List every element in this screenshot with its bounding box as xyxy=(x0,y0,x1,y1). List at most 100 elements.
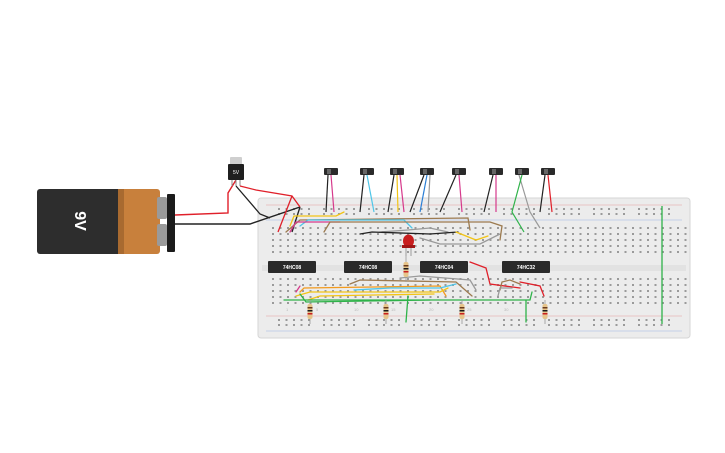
breadboard-hole xyxy=(444,290,447,292)
breadboard-hole xyxy=(437,302,439,304)
breadboard-hole xyxy=(624,302,627,304)
breadboard-hole xyxy=(519,290,522,292)
breadboard-hole xyxy=(482,245,484,247)
breadboard-hole xyxy=(399,227,402,229)
breadboard-hole xyxy=(587,278,589,280)
breadboard-hole xyxy=(654,233,657,235)
breadboard-hole xyxy=(647,278,649,280)
breadboard-hole xyxy=(572,284,574,286)
breadboard-hole xyxy=(527,251,529,253)
breadboard-hole xyxy=(332,290,334,292)
breadboard-hole xyxy=(645,208,648,210)
breadboard-hole xyxy=(503,319,505,321)
switch-7[interactable] xyxy=(515,168,529,175)
regulator-wires xyxy=(235,185,301,233)
breadboard-hole xyxy=(617,245,619,247)
breadboard-hole xyxy=(489,233,492,235)
breadboard-hole xyxy=(272,290,274,292)
breadboard-hole xyxy=(369,290,372,292)
voltage-regulator[interactable]: 5V xyxy=(228,157,244,186)
resistor-1[interactable] xyxy=(307,300,313,324)
breadboard-hole xyxy=(489,239,492,241)
breadboard-hole xyxy=(669,245,672,247)
battery-terminal-positive[interactable] xyxy=(157,197,167,219)
breadboard-hole xyxy=(587,296,589,298)
chip-4[interactable]: 74HC32 xyxy=(502,261,550,273)
chip-1[interactable]: 74HC08 xyxy=(268,261,316,273)
led-output[interactable] xyxy=(402,234,415,257)
switch-4[interactable] xyxy=(420,168,434,175)
breadboard-hole xyxy=(497,239,499,241)
breadboard-hole xyxy=(609,251,612,253)
breadboard-hole xyxy=(527,296,529,298)
breadboard-hole xyxy=(555,208,558,210)
resistor-4[interactable] xyxy=(542,300,548,324)
switch-2[interactable] xyxy=(360,168,374,175)
breadboard-hole xyxy=(339,296,342,298)
battery-9v[interactable]: 9V xyxy=(37,189,175,254)
breadboard-hole xyxy=(369,284,372,286)
breadboard-hole xyxy=(548,324,550,326)
breadboard-hole xyxy=(684,296,687,298)
breadboard-hole xyxy=(324,227,327,229)
chip-3[interactable]: 74HC04 xyxy=(420,261,468,273)
breadboard-hole xyxy=(407,233,409,235)
resistor-2[interactable] xyxy=(383,300,389,324)
breadboard-hole xyxy=(330,213,333,215)
breadboard-hole xyxy=(428,213,430,215)
breadboard-hole xyxy=(384,290,387,292)
breadboard-hole xyxy=(518,213,520,215)
resistor-3[interactable] xyxy=(459,300,465,324)
breadboard-hole xyxy=(602,251,604,253)
breadboard-hole xyxy=(407,278,409,280)
breadboard-hole xyxy=(503,213,505,215)
switch-3[interactable] xyxy=(390,168,404,175)
breadboard-hole xyxy=(353,208,355,210)
chip-2[interactable]: 74HC08 xyxy=(344,261,392,273)
breadboard-hole xyxy=(429,296,432,298)
switch-5[interactable] xyxy=(452,168,466,175)
breadboard-hole xyxy=(399,239,402,241)
breadboard-hole xyxy=(308,324,310,326)
breadboard-hole xyxy=(579,233,582,235)
switch-1[interactable] xyxy=(324,168,338,175)
breadboard-hole xyxy=(279,302,282,304)
breadboard-hole xyxy=(489,302,492,304)
breadboard-hole xyxy=(549,245,552,247)
breadboard-hole xyxy=(377,296,379,298)
switch-8[interactable] xyxy=(541,168,555,175)
breadboard-hole xyxy=(272,239,274,241)
breadboard-hole xyxy=(654,245,657,247)
breadboard-hole xyxy=(324,290,327,292)
breadboard-hole xyxy=(444,227,447,229)
breadboard-hole xyxy=(368,324,370,326)
breadboard-hole xyxy=(557,233,559,235)
breadboard-hole xyxy=(489,251,492,253)
breadboard-hole xyxy=(662,302,664,304)
breadboard-hole xyxy=(392,245,394,247)
switch-6[interactable] xyxy=(489,168,503,175)
breadboard-hole xyxy=(602,284,604,286)
breadboard-hole xyxy=(534,239,537,241)
breadboard-hole xyxy=(287,290,289,292)
breadboard-hole xyxy=(452,302,454,304)
breadboard-hole xyxy=(392,278,394,280)
breadboard-hole xyxy=(302,290,304,292)
battery-terminal-negative[interactable] xyxy=(157,224,167,246)
breadboard-hole xyxy=(654,302,657,304)
breadboard-hole xyxy=(617,239,619,241)
breadboard-hole xyxy=(302,227,304,229)
resistor-led[interactable] xyxy=(403,256,409,282)
breadboard-hole xyxy=(354,233,357,235)
breadboard-hole xyxy=(615,213,618,215)
breadboard-hole xyxy=(572,227,574,229)
breadboard-hole xyxy=(518,208,520,210)
breadboard-hole xyxy=(677,278,679,280)
breadboard-hole xyxy=(557,251,559,253)
breadboard-hole xyxy=(557,245,559,247)
breadboard-hole xyxy=(300,324,303,326)
breadboard-hole xyxy=(375,324,378,326)
breadboard-hole xyxy=(594,251,597,253)
breadboard-hole xyxy=(488,208,490,210)
